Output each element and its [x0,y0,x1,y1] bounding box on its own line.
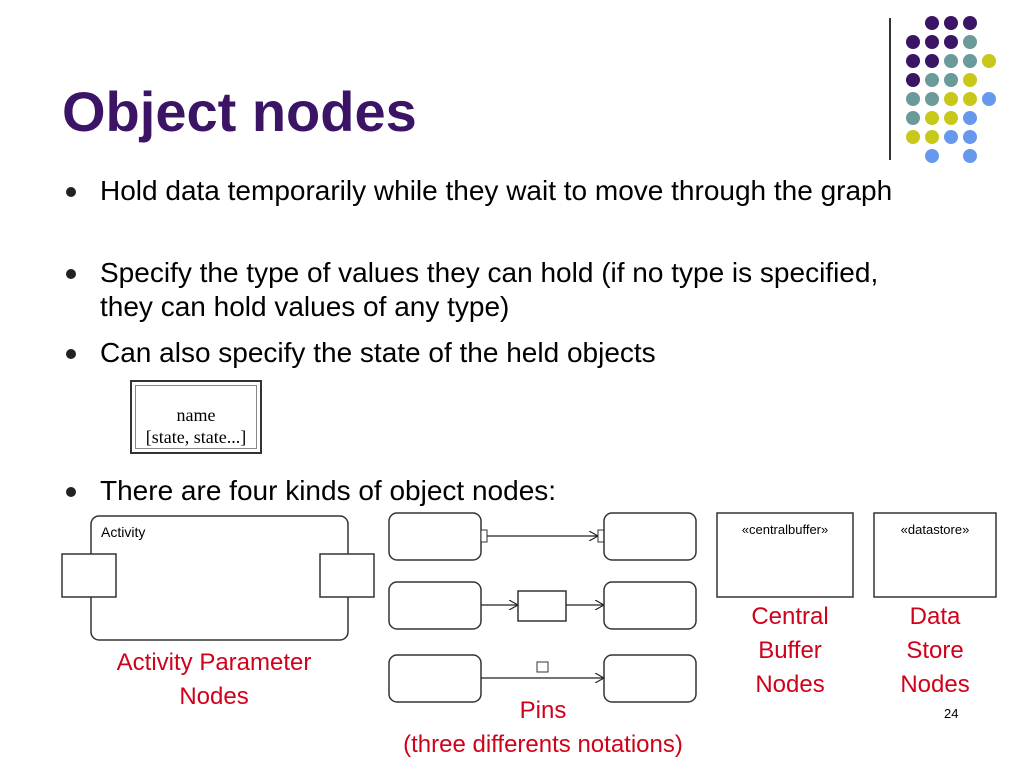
decorative-dot-icon [925,54,939,68]
input-parameter-node [61,553,117,598]
decorative-dot-icon [963,54,977,68]
object-node-name: name [176,405,216,425]
decorative-dot-icon [982,92,996,106]
title-divider-line [889,18,891,160]
action-node [388,581,482,630]
bullet-text: Hold data temporarily while they wait to… [62,174,922,208]
decorative-dot-icon [963,73,977,87]
pins-notation-2 [388,581,697,630]
action-node [388,512,482,561]
decorative-dot-icon [906,92,920,106]
bullet-list-item: Specify the type of values they can hold… [62,256,922,324]
bullet-text: Can also specify the state of the held o… [62,336,922,370]
caption-line: Activity Parameter [116,649,312,676]
decorative-dot-icon [963,35,977,49]
caption-line: Pins [519,697,567,724]
action-node [603,512,697,561]
caption-line: (three differents notations) [403,731,683,758]
input-pin [597,529,605,543]
activity-parameter-caption: Activity Parameter Nodes [84,646,344,714]
decorative-dot-icon [963,130,977,144]
caption-line: Nodes [179,683,249,710]
caption-line: Buffer [758,637,822,664]
page-number: 24 [944,706,959,721]
decorative-dot-icon [944,73,958,87]
decorative-dot-icon [963,149,977,163]
bullet-list-item: There are four kinds of object nodes: [62,474,922,508]
decorative-dot-icon [925,130,939,144]
caption-line: Nodes [755,671,825,698]
decorative-dot-icon [925,16,939,30]
decorative-dot-icon [925,111,939,125]
pins-notation-1 [388,512,697,561]
action-node [603,581,697,630]
decorative-dot-icon [906,54,920,68]
pins-notation-3 [388,654,697,703]
decorative-dot-icon [963,92,977,106]
decorative-dot-icon [982,54,996,68]
standalone-pin [536,661,549,673]
object-node [517,590,567,622]
central-buffer-diagram: «centralbuffer» [716,512,854,598]
decorative-dot-icon [944,54,958,68]
decorative-dot-icon [944,111,958,125]
action-node [603,654,697,703]
decorative-dot-icon [944,92,958,106]
decorative-dot-icon [944,35,958,49]
output-parameter-node [319,553,375,598]
central-buffer-stereotype: «centralbuffer» [742,522,829,537]
decorative-dot-icon [963,16,977,30]
pins-caption: Pins (three differents notations) [360,694,726,762]
object-node-state: [state, state...] [145,427,247,447]
decorative-dot-icon [944,130,958,144]
central-buffer-caption: Central Buffer Nodes [730,600,850,702]
decorative-dot-icon [906,111,920,125]
activity-label: Activity [101,524,145,540]
decorative-dot-icon [925,35,939,49]
data-store-diagram: «datastore» [873,512,997,598]
decorative-dot-icon [944,16,958,30]
decorative-dot-icon [925,149,939,163]
decorative-dot-icon [906,35,920,49]
bullet-text: There are four kinds of object nodes: [62,474,922,508]
bullet-list-item: Can also specify the state of the held o… [62,336,922,370]
caption-line: Central [751,603,829,630]
object-node-state-figure: name [state, state...] [130,380,262,454]
decorative-dot-icon [925,73,939,87]
decorative-dot-icon [963,111,977,125]
data-store-caption: Data Store Nodes [880,600,990,702]
decorative-dot-icon [925,92,939,106]
output-pin [480,529,488,543]
decorative-dot-icon [906,73,920,87]
caption-line: Store [906,637,964,664]
data-store-node [873,512,997,598]
bullet-text: Specify the type of values they can hold… [62,256,922,324]
caption-line: Nodes [900,671,970,698]
bullet-list-item: Hold data temporarily while they wait to… [62,174,922,208]
activity-parameter-diagram: Activity [61,515,375,641]
data-store-stereotype: «datastore» [901,522,970,537]
central-buffer-node [716,512,854,598]
caption-line: Data [909,603,961,630]
decorative-dot-icon [906,130,920,144]
slide-title: Object nodes [62,80,417,143]
